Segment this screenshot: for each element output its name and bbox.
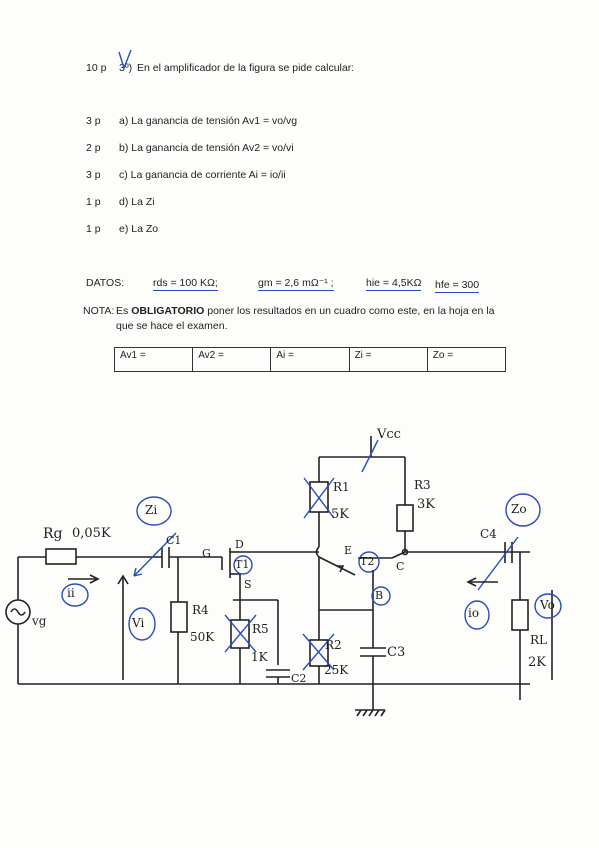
question-c-points: 3 p	[86, 169, 101, 181]
check-mark-icon	[118, 50, 132, 71]
label-r2-value: 25K	[324, 663, 349, 677]
nota-line1-start: Es	[116, 305, 129, 317]
datos-label: DATOS:	[86, 277, 125, 289]
label-vi: Vi	[132, 616, 145, 630]
label-io: io	[468, 606, 480, 620]
datos-hie: hie = 4,5KΩ	[366, 277, 422, 291]
nota-obligatorio: OBLIGATORIO	[131, 305, 205, 317]
nota-line1-end: poner los resultados en un cuadro como e…	[207, 305, 495, 317]
label-r5: R5	[252, 622, 269, 636]
label-rl-value: 2K	[528, 655, 546, 670]
question-d-text: d) La Zi	[119, 196, 155, 208]
label-emitter: E	[344, 544, 353, 557]
label-r1: R1	[333, 480, 350, 494]
label-r5-value: 1K	[251, 650, 268, 664]
label-rg: Rg	[43, 526, 63, 542]
header-points: 10 p	[86, 62, 107, 74]
question-b-points: 2 p	[86, 142, 101, 154]
datos-rds: rds = 100 KΩ;	[153, 277, 218, 291]
question-e-text: e) La Zo	[119, 223, 159, 235]
datos-hfe: hfe = 300	[435, 279, 480, 293]
label-t1: T1	[235, 558, 250, 571]
label-rg-value: 0,05K	[72, 526, 111, 541]
label-zo: Zo	[511, 502, 527, 516]
answer-cell-av1: Av1 =	[113, 347, 194, 372]
label-c2: C2	[291, 672, 307, 685]
nota-line2: que se hace el examen.	[116, 320, 228, 332]
nota-label: NOTA:	[83, 305, 115, 317]
answer-cell-zo: Zo =	[426, 347, 507, 372]
label-r4-value: 50K	[190, 630, 215, 644]
label-c3: C3	[387, 645, 406, 660]
label-vg: vg	[32, 614, 47, 628]
question-c-text: c) La ganancia de corriente Ai = io/ii	[119, 169, 286, 181]
label-vcc: Vcc	[377, 427, 401, 442]
question-number: 3º)	[119, 62, 133, 74]
label-vo: Vo	[540, 598, 555, 612]
label-base: B	[375, 589, 384, 602]
problem-statement: En el amplificador de la figura se pide …	[137, 62, 355, 74]
label-r1-value: 5K	[331, 507, 349, 522]
answer-cell-zi: Zi =	[348, 347, 428, 372]
label-ii: ii	[67, 586, 75, 600]
label-source: S	[244, 578, 252, 591]
label-c1: C1	[166, 534, 182, 547]
label-drain: D	[235, 538, 244, 551]
label-t2: T2	[360, 555, 375, 568]
question-e-points: 1 p	[86, 223, 101, 235]
answer-table: Av1 = Av2 = Ai = Zi = Zo =	[113, 347, 507, 372]
nota-line1: Es OBLIGATORIO poner los resultados en u…	[116, 305, 494, 317]
question-a-text: a) La ganancia de tensión Av1 = vo/vg	[119, 115, 298, 127]
label-r4: R4	[192, 603, 209, 617]
label-gate: G	[202, 547, 211, 560]
label-zi: Zi	[145, 503, 158, 517]
question-b-text: b) La ganancia de tensión Av2 = vo/vi	[119, 142, 294, 154]
datos-gm: gm = 2,6 mΩ⁻¹ ;	[258, 277, 334, 291]
label-r3-value: 3K	[417, 497, 435, 512]
label-collector: C	[396, 560, 405, 573]
label-c4: C4	[480, 527, 497, 541]
label-r2: R2	[325, 638, 342, 652]
label-rl: RL	[530, 633, 548, 647]
question-d-points: 1 p	[86, 196, 101, 208]
label-r3: R3	[414, 478, 431, 492]
question-a-points: 3 p	[86, 115, 101, 127]
